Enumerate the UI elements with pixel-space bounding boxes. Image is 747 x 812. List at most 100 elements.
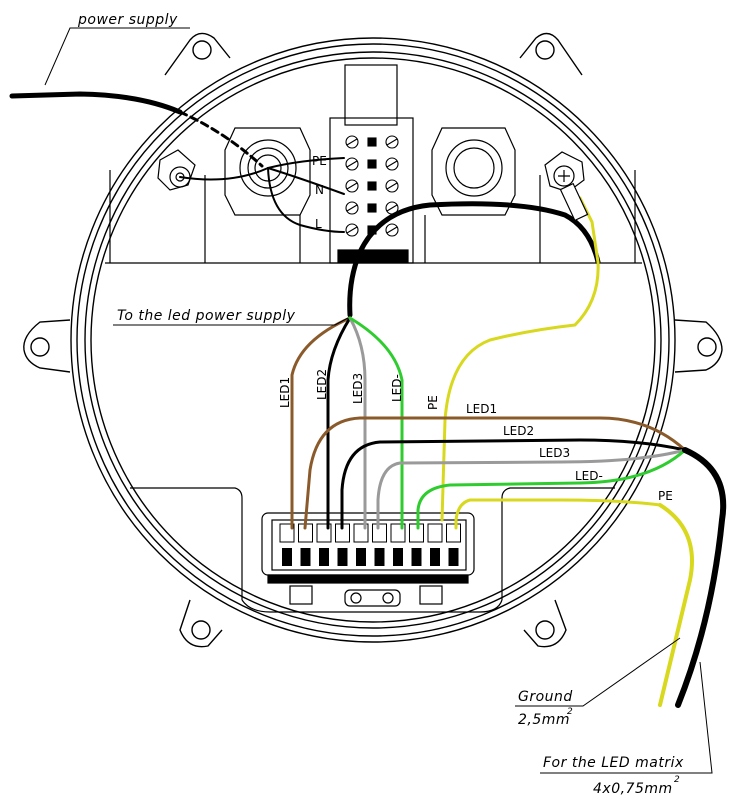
mains-cable-hidden — [178, 110, 264, 168]
leader-power-supply — [44, 27, 190, 86]
terminal-screw — [345, 223, 359, 237]
cable-wire-label: PE — [658, 489, 673, 503]
housing-inner-ring — [90, 57, 656, 623]
plate-center-left — [204, 175, 301, 263]
ground-wire-right — [440, 182, 600, 522]
annotations: power supply To the led power supply PE … — [77, 12, 683, 797]
connector-clamp — [356, 548, 366, 566]
terminal-screw — [385, 135, 399, 149]
ear-hole-left — [30, 337, 50, 357]
ground-cable-out — [658, 503, 694, 707]
mark-n: N — [315, 183, 324, 197]
mains-wire-pe-2 — [179, 167, 269, 181]
cable-gland-right — [431, 127, 516, 216]
leader-ground — [515, 637, 681, 707]
cable-wire-label: LED1 — [466, 402, 497, 416]
leader-lines — [44, 27, 713, 774]
housing-outer-ring — [70, 37, 676, 643]
terminal-screw-slot — [346, 160, 358, 168]
label-ground-size-sup: 2 — [567, 707, 573, 717]
terminal-bridge — [367, 159, 377, 169]
ear-hole-top-left — [192, 40, 212, 60]
vertical-wire-label: LED- — [390, 374, 404, 402]
terminal-screw-slot — [386, 138, 398, 146]
led-matrix-cable-out — [675, 447, 727, 708]
terminal-screw-slot — [386, 182, 398, 190]
ear-hole-top-right — [535, 40, 555, 60]
ear-hole-bottom-right — [535, 620, 555, 640]
mains-cable — [9, 91, 183, 115]
terminal-screw-slot — [346, 138, 358, 146]
label-led-power-supply: To the led power supply — [117, 308, 296, 324]
terminal-screw — [385, 157, 399, 171]
terminal-screw-slot — [386, 226, 398, 234]
cable-gland-left — [224, 127, 311, 216]
cable-wire-label: LED3 — [539, 446, 570, 460]
vertical-wire — [348, 316, 367, 530]
cable-wire-label: LED2 — [503, 424, 534, 438]
ear-bottom-right — [523, 599, 567, 648]
label-led-matrix-size-sup: 2 — [674, 775, 680, 785]
label-ground: Ground — [518, 689, 573, 705]
connector-slots — [279, 523, 461, 566]
lower-connector-block — [261, 512, 475, 607]
ear-bottom-left — [179, 599, 223, 648]
led-matrix-wire — [376, 448, 687, 530]
led-matrix-wires — [303, 416, 687, 530]
connector-clamp — [448, 548, 459, 566]
terminal-bridge — [367, 137, 377, 147]
terminal-screw-slot — [386, 204, 398, 212]
ground-screw-right — [544, 151, 585, 193]
label-ground-size: 2,5mm — [518, 712, 570, 728]
terminal-bridge — [367, 181, 377, 191]
led-supply-cable — [347, 201, 601, 318]
terminal-screw — [345, 179, 359, 193]
mark-pe: PE — [312, 154, 327, 168]
led-matrix-wire — [303, 416, 687, 530]
connector-clamp — [282, 548, 292, 566]
ground-screw-left — [157, 149, 196, 191]
terminal-screw — [345, 135, 359, 149]
led-matrix-wire — [340, 438, 687, 530]
leader-led-supply — [113, 317, 349, 326]
terminal-screw-slot — [346, 182, 358, 190]
terminal-screw-slot — [346, 226, 358, 234]
connector-slot — [279, 523, 295, 543]
leader-led-matrix — [540, 661, 713, 774]
mounting-plate — [105, 170, 642, 613]
mains-wire-pe — [267, 157, 345, 169]
led-matrix-wire — [416, 448, 687, 530]
connector-clamp — [393, 548, 403, 566]
ear-top-right — [519, 32, 583, 76]
terminal-screw-slot — [346, 204, 358, 212]
terminal-screw — [385, 179, 399, 193]
connector-clamp — [300, 548, 311, 566]
ear-hole-right — [697, 337, 717, 357]
outgoing-cables — [658, 447, 727, 708]
housing-ring-3 — [84, 51, 662, 629]
mains-wire-l — [267, 167, 345, 233]
ear-hole-bottom-left — [191, 620, 211, 640]
ear-right — [674, 319, 723, 373]
terminal-screw — [345, 157, 359, 171]
ear-top-left — [164, 32, 231, 76]
terminal-screws — [345, 135, 399, 237]
connector-clamp — [319, 548, 329, 566]
vertical-wire-label: LED3 — [351, 373, 365, 404]
vertical-wire — [348, 316, 404, 530]
housing-ring-2 — [76, 43, 670, 637]
vertical-wire-label: LED1 — [278, 377, 292, 408]
cable-wire-label: LED- — [575, 469, 603, 483]
label-power-supply: power supply — [77, 12, 178, 28]
connector-clamp — [337, 548, 348, 566]
led-matrix-wire — [454, 498, 662, 530]
connector-clamp — [374, 548, 385, 566]
terminal-bridge — [367, 203, 377, 213]
ear-left — [23, 319, 71, 373]
connector-clamp — [430, 548, 440, 566]
mains-wiring — [9, 91, 345, 233]
